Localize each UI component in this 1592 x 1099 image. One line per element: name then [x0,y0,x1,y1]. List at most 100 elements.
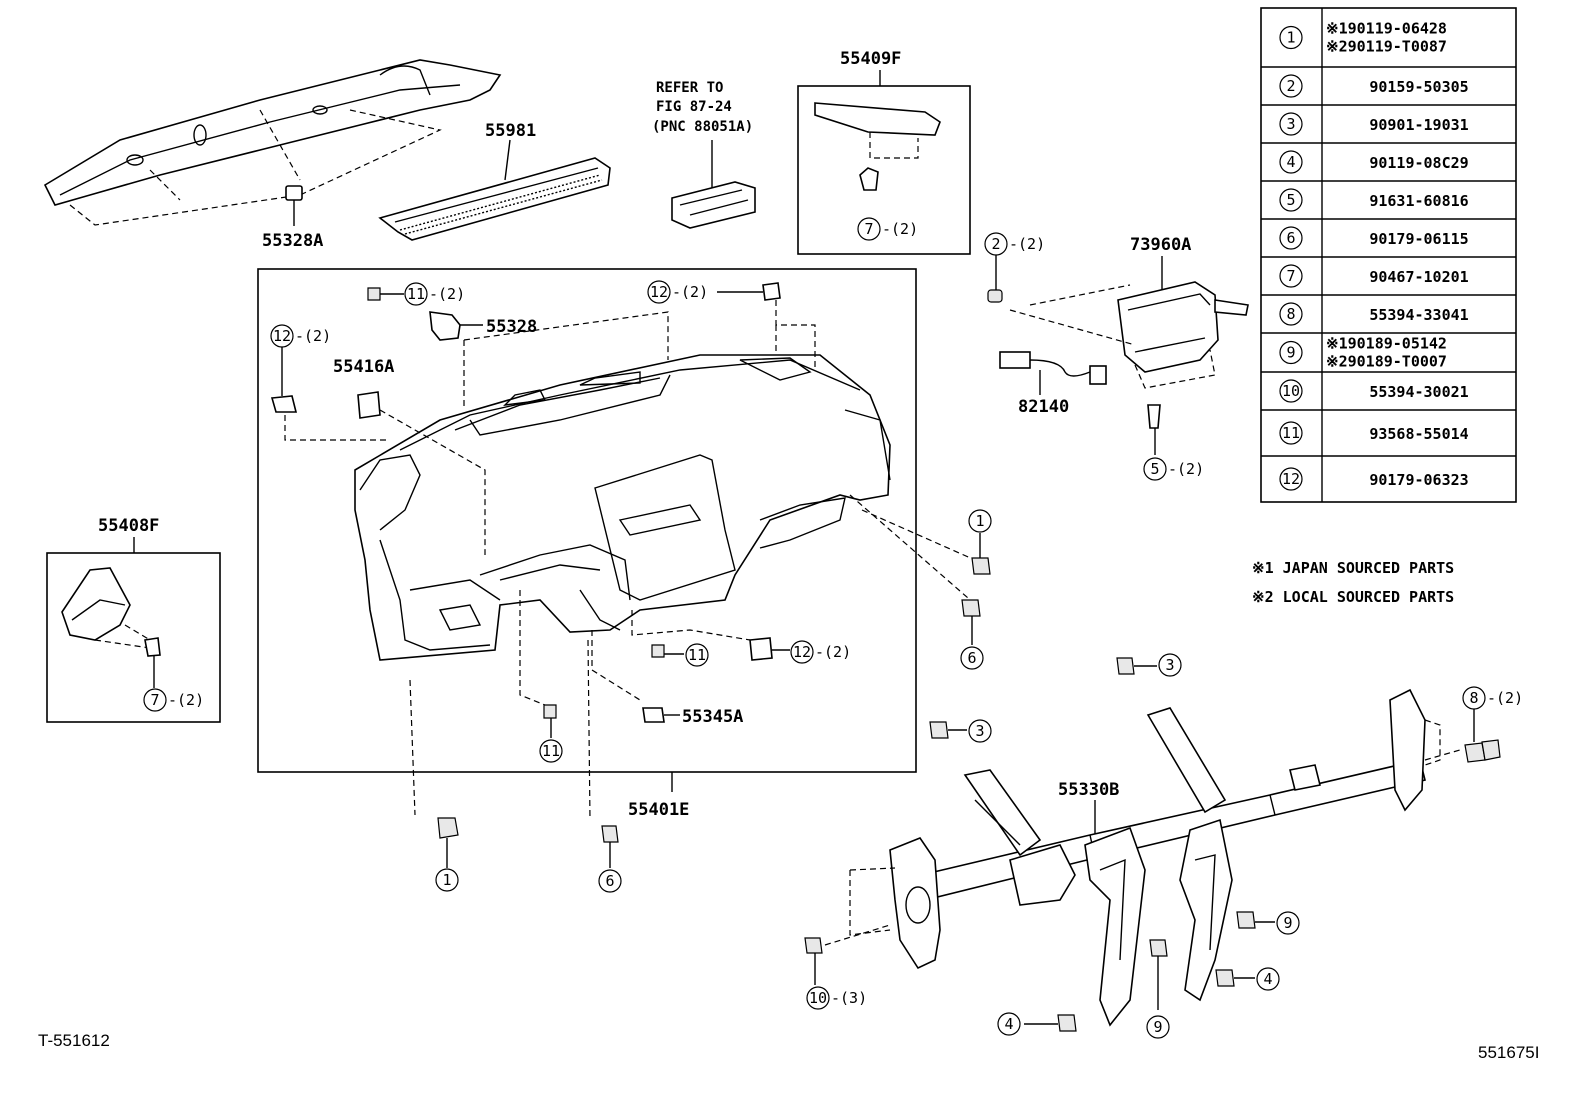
svg-text:12: 12 [650,283,668,301]
harness-82140-drawing [999,351,1107,395]
table-ref-circle [1279,188,1303,212]
svg-text:11: 11 [688,646,706,664]
part-label-55330B: 55330B [1058,780,1119,800]
svg-text:3: 3 [1165,656,1174,674]
table-part-number: ※190119-06428 [1326,20,1447,38]
callout-12-top: 12 -(2) [647,280,708,304]
refer-note-line-3: (PNC 88051A) [652,119,753,135]
svg-text:1: 1 [975,512,984,530]
table-ref-circle [1279,150,1303,174]
table-ref-circle [1279,379,1303,403]
table-ref-circle [1279,264,1303,288]
part-label-73960A: 73960A [1130,235,1191,255]
table-part-number: 90119-08C29 [1369,154,1468,172]
table-ref-number: 10 [1282,382,1300,400]
table-ref-number: 5 [1286,191,1295,209]
svg-text:-(3): -(3) [831,989,867,1007]
callout-4-bottom: 4 [997,1012,1021,1036]
callout-6-right: 6 [960,646,984,670]
svg-text:-(2): -(2) [882,220,918,238]
top-panel-drawing [43,59,502,226]
part-label-55416A: 55416A [333,357,394,377]
parts-table: 1 ※190119-06428※290119-T0087 2 90159-50305 3… [1260,7,1517,503]
refer-note-line-1: REFER TO [656,80,723,96]
table-ref-circle [1279,302,1303,326]
callout-8: 8 -(2) [1462,686,1523,742]
callout-1-right: 1 [968,509,992,533]
dashboard-panel-drawing [284,300,976,706]
refer-note-line-2: FIG 87-24 [656,99,732,115]
table-part-number: 90467-10201 [1369,268,1468,286]
table-part-number: 90179-06115 [1369,230,1468,248]
table-part-number: 91631-60816 [1369,192,1468,210]
table-part-number: ※290189-T0007 [1326,353,1447,371]
callout-10: 10 -(3) [806,986,867,1010]
callout-11-center: 11 [685,643,709,667]
callout-4-right: 4 [1256,967,1280,991]
table-ref-circle [1279,25,1303,50]
footer-left-code: T-551612 [38,1031,110,1050]
svg-text:3: 3 [975,722,984,740]
svg-text:-(2): -(2) [1487,689,1523,707]
lower-fasteners [409,533,991,868]
table-ref-number: 6 [1286,229,1295,247]
svg-text:-(2): -(2) [295,327,331,345]
table-ref-circle [1279,421,1303,445]
callout-1-bottom: 1 [435,868,459,892]
table-ref-number: 1 [1286,29,1295,47]
svg-text:4: 4 [1263,970,1272,988]
svg-text:11: 11 [407,285,425,303]
reinforcement-drawing [824,688,1461,1027]
part-label-55981: 55981 [485,121,536,141]
svg-text:7: 7 [150,691,159,709]
callout-7-top: 7 -(2) [857,217,918,241]
svg-text:-(2): -(2) [815,643,851,661]
table-part-number: 90159-50305 [1369,78,1468,96]
table-ref-number: 12 [1282,470,1300,488]
callout-3-left: 3 [968,719,992,743]
parts-table-border [1260,7,1517,503]
svg-text:10: 10 [809,989,827,1007]
svg-text:11: 11 [542,742,560,760]
svg-text:-(2): -(2) [1168,460,1204,478]
table-part-number: ※290119-T0087 [1326,38,1447,56]
svg-text:6: 6 [605,872,614,890]
table-part-number: ※190189-05142 [1326,335,1447,353]
table-part-number: 55394-30021 [1369,383,1468,401]
table-ref-number: 9 [1286,344,1295,362]
dashboard-small-parts [270,282,790,738]
reinforcement-fasteners [804,657,1501,1032]
airbag-drawing [987,281,1249,455]
table-ref-number: 8 [1286,305,1295,323]
svg-text:7: 7 [864,220,873,238]
callout-3-upper: 3 [1158,653,1182,677]
table-ref-number: 11 [1282,424,1300,442]
callout-9-right: 9 [1276,911,1300,935]
table-ref-number: 3 [1286,115,1295,133]
table-ref-number: 2 [1286,77,1295,95]
part-label-55328: 55328 [486,317,537,337]
svg-text:9: 9 [1283,914,1292,932]
defroster-nozzle-drawing [378,139,611,241]
part-label-55409F: 55409F [840,49,901,69]
table-ref-circle [1279,340,1303,365]
svg-text:-(2): -(2) [672,283,708,301]
callout-7-left: 7 -(2) [143,688,204,712]
table-part-number: 93568-55014 [1369,425,1468,443]
part-label-55328A: 55328A [262,231,323,251]
box-55401E [257,268,917,773]
note-local-sourced: ※2 LOCAL SOURCED PARTS [1252,588,1454,606]
table-ref-circle [1279,467,1303,491]
callout-12-left: 12 -(2) [270,324,331,396]
part-label-82140: 82140 [1018,397,1069,417]
table-part-number: 55394-33041 [1369,306,1468,324]
svg-text:9: 9 [1153,1018,1162,1036]
cover-55409F-drawing [814,102,941,191]
svg-text:12: 12 [273,327,291,345]
svg-text:12: 12 [793,643,811,661]
svg-text:-(2): -(2) [1009,235,1045,253]
part-label-55345A: 55345A [682,707,743,727]
table-ref-number: 7 [1286,267,1295,285]
callout-2: 2 -(2) [984,232,1045,290]
